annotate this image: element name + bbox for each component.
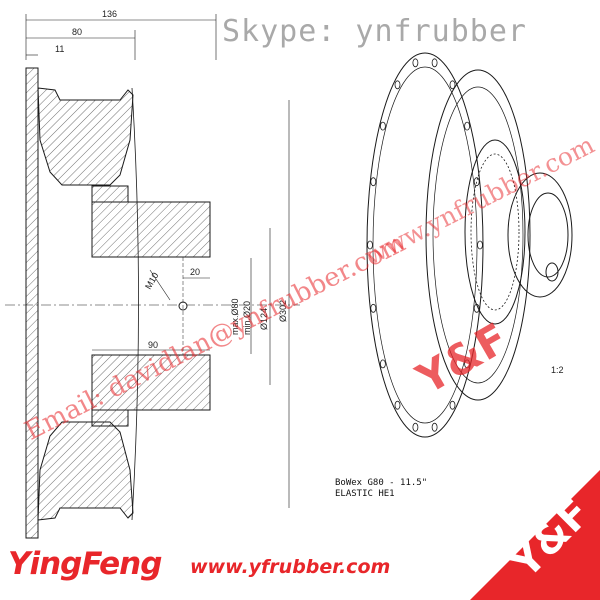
section-view bbox=[5, 67, 300, 539]
hub-sleeve bbox=[507, 172, 573, 298]
bolt-hole bbox=[431, 422, 438, 432]
bolt-hole bbox=[394, 400, 401, 410]
bolt-hole bbox=[464, 121, 471, 131]
dim-bore-length: 90 bbox=[148, 340, 158, 350]
bolt-hole bbox=[449, 400, 456, 410]
corner-logo: Y&F bbox=[470, 470, 600, 600]
bolt-hole bbox=[370, 303, 377, 313]
bolt-hole bbox=[379, 359, 386, 369]
drawing-caption: BoWex G80 - 11.5" ELASTIC HE1 bbox=[335, 478, 427, 500]
bolt-hole bbox=[412, 58, 419, 68]
bolt-hole bbox=[412, 422, 419, 432]
caption-line-2: ELASTIC HE1 bbox=[335, 489, 395, 499]
rubber-element-top bbox=[37, 87, 134, 186]
flange-plate bbox=[25, 67, 39, 539]
bolt-hole bbox=[431, 58, 438, 68]
hub-top bbox=[91, 201, 211, 258]
dim-thread: M10 bbox=[143, 271, 160, 291]
bolt-hole bbox=[473, 303, 480, 313]
dim-hub-diameter: Ø124 bbox=[259, 308, 269, 330]
dim-bore-min: min.Ø20 bbox=[242, 301, 252, 335]
dim-flange-width: 11 bbox=[55, 44, 64, 54]
brand-website: www.yfrubber.com bbox=[190, 556, 391, 578]
outer-flange bbox=[366, 52, 484, 438]
svg-text:Y&F: Y&F bbox=[408, 313, 516, 404]
dim-hub-width: 80 bbox=[72, 27, 82, 37]
dim-outer-diameter: Ø302 bbox=[278, 300, 288, 322]
bolt-hole bbox=[394, 80, 401, 90]
drawing-scale: 1:2 bbox=[551, 365, 564, 375]
bolt-hole bbox=[477, 240, 483, 250]
hub-bottom bbox=[91, 354, 211, 411]
bolt-hole bbox=[449, 80, 456, 90]
bolt-hole bbox=[370, 177, 377, 187]
brand-name: YingFeng bbox=[8, 546, 162, 582]
center-logo: Y&F bbox=[408, 313, 516, 404]
bolt-holes bbox=[367, 58, 483, 432]
skype-watermark: Skype: ynfrubber bbox=[222, 14, 527, 49]
gear-ring bbox=[464, 139, 526, 325]
housing-front bbox=[425, 69, 531, 401]
bolt-hole bbox=[464, 359, 471, 369]
bolt-hole bbox=[367, 240, 373, 250]
isometric-view bbox=[366, 52, 573, 438]
bolt-hole bbox=[473, 177, 480, 187]
dim-set-screw-offset: 20 bbox=[190, 267, 200, 277]
bolt-hole bbox=[379, 121, 386, 131]
dimension-lines bbox=[25, 14, 290, 508]
rubber-element-bottom bbox=[37, 421, 134, 521]
dim-overall-width: 136 bbox=[102, 9, 117, 19]
caption-line-1: BoWex G80 - 11.5" bbox=[335, 478, 428, 488]
dim-bore-max: max.Ø80 bbox=[230, 298, 240, 335]
